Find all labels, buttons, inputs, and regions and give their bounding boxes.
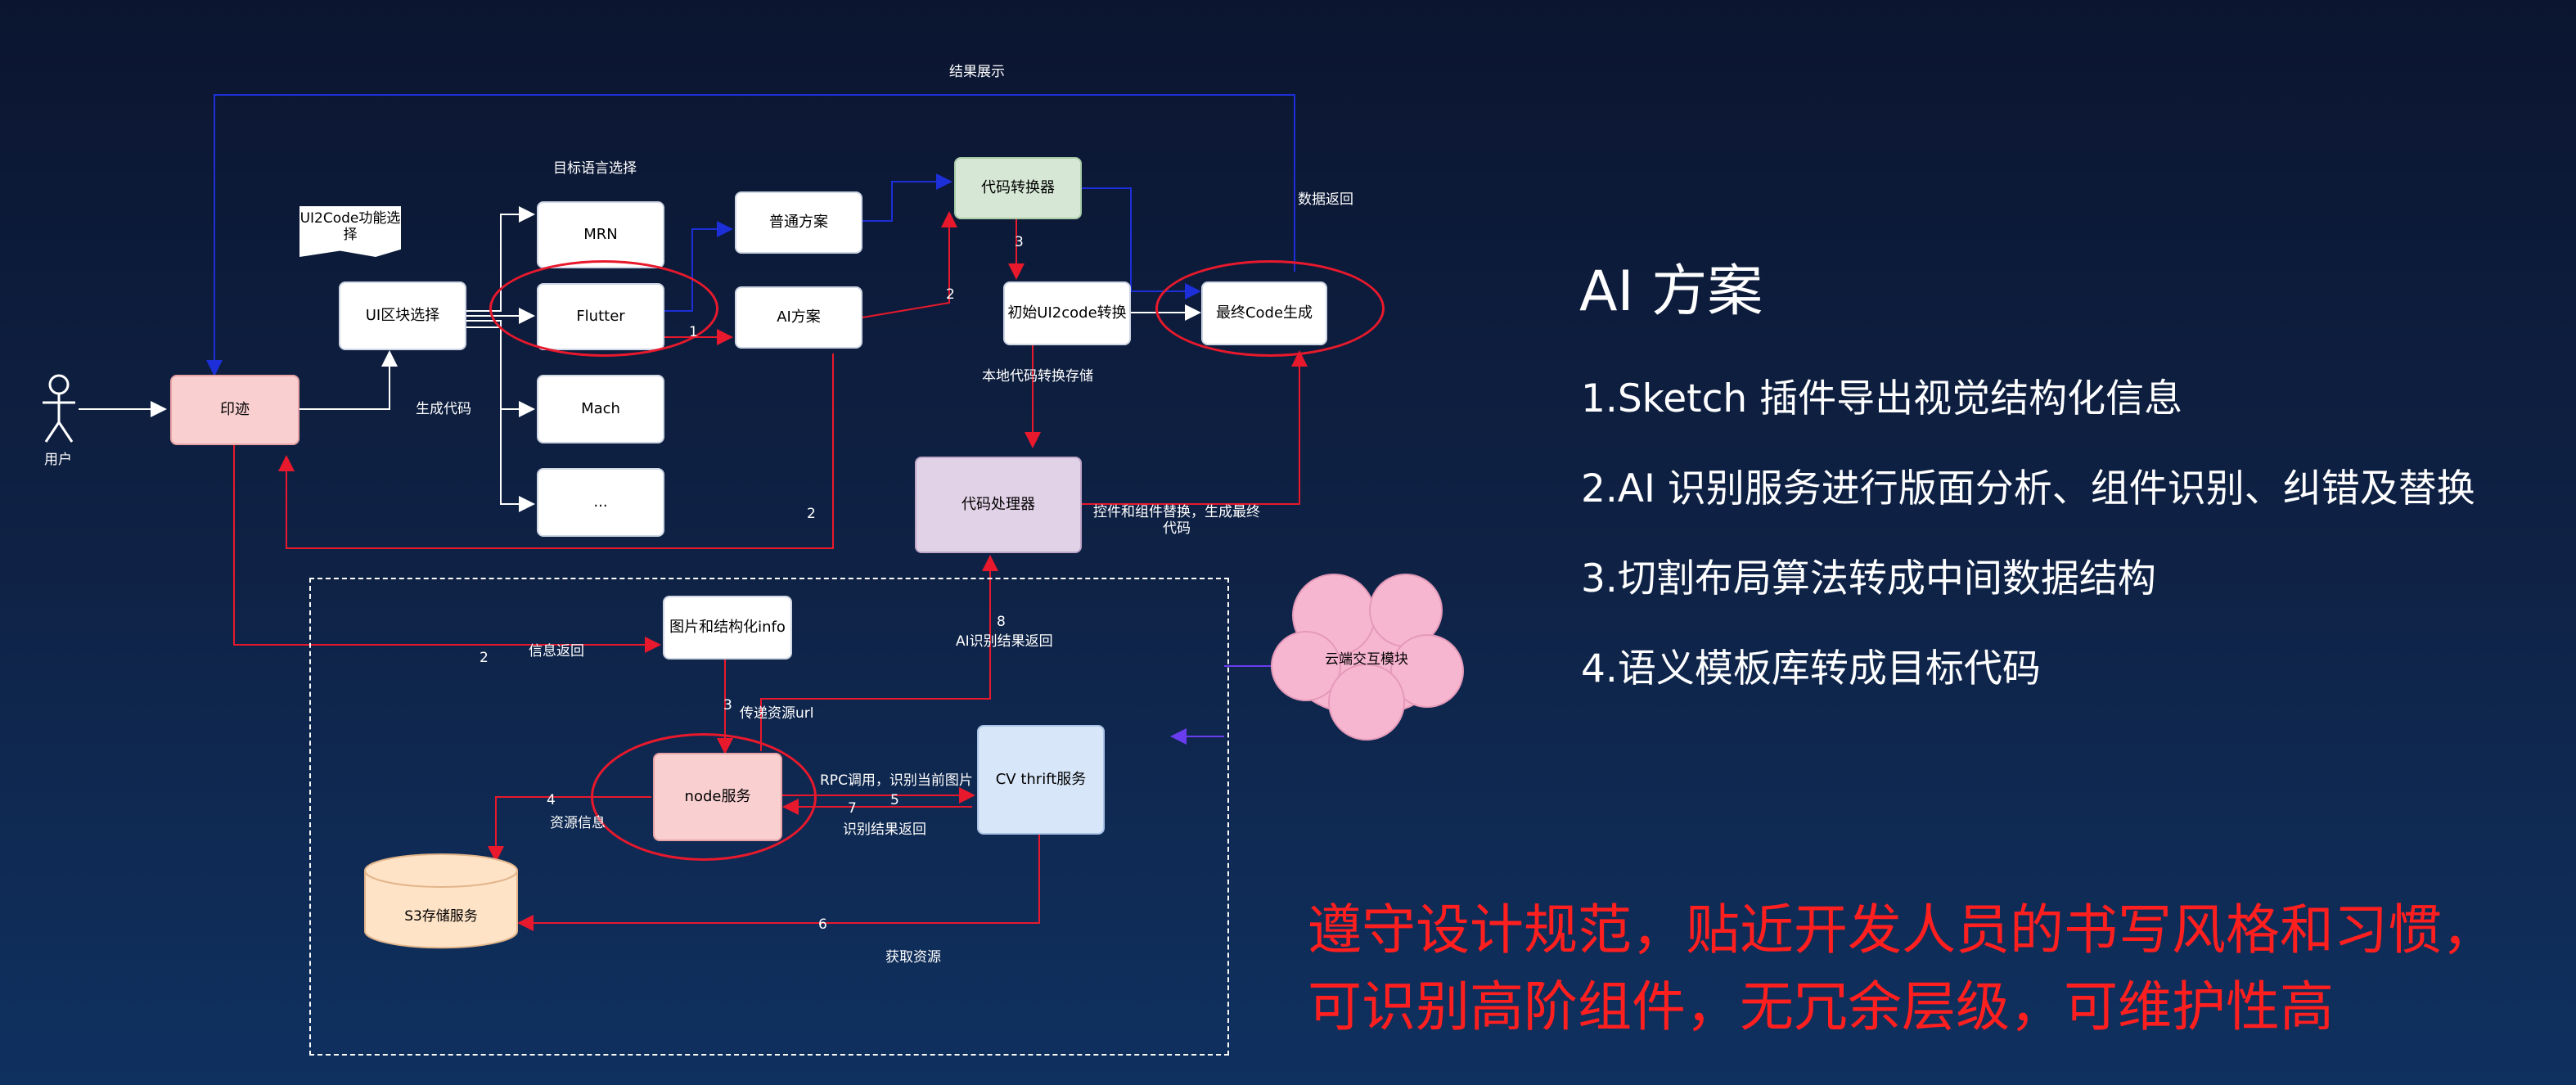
cloud-module-label: 云端交互模块 bbox=[1325, 651, 1408, 668]
s3-storage-label: S3存储服务 bbox=[404, 908, 478, 925]
user-label: 用户 bbox=[44, 452, 72, 468]
code-converter-node[interactable]: 代码转换器 bbox=[954, 157, 1082, 219]
cloud-services-region bbox=[309, 578, 1229, 1056]
panel-title: AI 方案 bbox=[1579, 259, 1763, 324]
highlight-note-line-2: 可识别高阶组件，无冗余层级，可维护性高 bbox=[1308, 975, 2334, 1038]
step-2-ai-yinji: 2 bbox=[807, 506, 816, 522]
bullet-1: 1.Sketch 插件导出视觉结构化信息 bbox=[1581, 376, 2183, 421]
highlight-note-line-1: 遵守设计规范，贴近开发人员的书写风格和习惯， bbox=[1308, 898, 2496, 961]
node-service-highlight bbox=[591, 733, 817, 861]
ui2code-function-doc: UI2Code功能选择 bbox=[299, 206, 401, 257]
label-resource-info: 资源信息 bbox=[550, 815, 606, 831]
label-ai-return: AI识别结果返回 bbox=[956, 633, 1053, 650]
step-6: 6 bbox=[818, 916, 827, 933]
edge-processor-final bbox=[1079, 350, 1308, 505]
label-pass-url: 传递资源url bbox=[740, 705, 814, 722]
label-local-store: 本地代码转换存储 bbox=[982, 368, 1093, 385]
edge-node-processor bbox=[760, 555, 998, 751]
cloud-shape bbox=[1271, 574, 1464, 741]
mach-node[interactable]: Mach bbox=[537, 375, 664, 443]
label-rpc-call: RPC调用，识别当前图片 bbox=[820, 772, 973, 789]
bullet-3: 3.切割布局算法转成中间数据结构 bbox=[1581, 556, 2156, 601]
step-4: 4 bbox=[547, 792, 556, 808]
user-actor-icon bbox=[43, 374, 75, 443]
edge-uiselect-more bbox=[466, 326, 535, 512]
image-info-node[interactable]: 图片和结构化info bbox=[663, 596, 792, 660]
edge-converter-final bbox=[1080, 187, 1201, 299]
bullet-2: 2.AI 识别服务进行版面分析、组件识别、纠错及替换 bbox=[1581, 466, 2475, 511]
label-generate-code: 生成代码 bbox=[416, 401, 471, 417]
step-2-ai-converter: 2 bbox=[946, 286, 955, 303]
label-replace-generate-text: 控件和组件替换，生成最终代码 bbox=[1093, 504, 1260, 538]
edge-uiselect-mrn bbox=[466, 206, 535, 312]
edge-cv-s3 bbox=[517, 835, 1040, 931]
cv-thrift-node[interactable]: CV thrift服务 bbox=[977, 725, 1105, 835]
label-target-language: 目标语言选择 bbox=[553, 160, 637, 177]
label-replace-generate: 控件和组件替换，生成最终代码 bbox=[1090, 504, 1263, 538]
edge-yinji-imginfo bbox=[233, 443, 661, 653]
yinji-node[interactable]: 印迹 bbox=[170, 375, 299, 445]
step-1: 1 bbox=[689, 324, 698, 340]
ui-select-node[interactable]: UI区块选择 bbox=[339, 281, 466, 350]
mrn-node[interactable]: MRN bbox=[537, 201, 664, 268]
final-code-highlight bbox=[1155, 260, 1385, 357]
label-data-return: 数据返回 bbox=[1298, 191, 1353, 208]
label-get-resource: 获取资源 bbox=[885, 949, 941, 966]
edge-yinji-uiselect bbox=[299, 350, 398, 410]
initial-ui2code-node[interactable]: 初始UI2code转换 bbox=[1003, 281, 1131, 345]
label-recognize-return: 识别结果返回 bbox=[843, 822, 926, 838]
step-7: 7 bbox=[848, 800, 857, 817]
edge-final-yinji bbox=[206, 94, 1295, 376]
step-5: 5 bbox=[890, 792, 899, 808]
step-3-info-node: 3 bbox=[723, 697, 732, 714]
edge-ai-converter bbox=[862, 211, 957, 318]
step-8: 8 bbox=[997, 614, 1006, 630]
ai-plan-node[interactable]: AI方案 bbox=[735, 286, 862, 349]
s3-cylinder-shape bbox=[364, 853, 518, 949]
edge-ai-yinji bbox=[278, 353, 834, 549]
label-result-show: 结果展示 bbox=[949, 64, 1005, 80]
code-processor-node[interactable]: 代码处理器 bbox=[915, 457, 1082, 553]
normal-plan-node[interactable]: 普通方案 bbox=[735, 191, 862, 254]
step-3-converter: 3 bbox=[1015, 234, 1024, 250]
label-info-return: 信息返回 bbox=[529, 643, 584, 660]
flutter-highlight bbox=[489, 260, 718, 357]
step-2-yinji-info: 2 bbox=[480, 650, 489, 666]
more-node[interactable]: ... bbox=[537, 468, 664, 537]
bullet-4: 4.语义模板库转成目标代码 bbox=[1581, 646, 2041, 691]
edge-normal-converter bbox=[862, 173, 952, 222]
